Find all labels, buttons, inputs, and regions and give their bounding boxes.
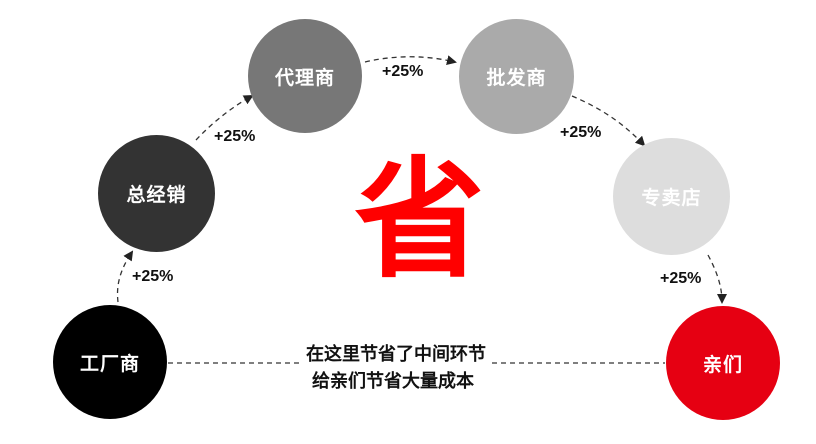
node-factory-label: 工厂商 xyxy=(79,352,140,375)
caption-line-1: 在这里节省了中间环节 xyxy=(302,340,490,366)
node-store: 专卖店 xyxy=(613,138,730,255)
arrow-general-agent xyxy=(195,95,254,141)
node-wholesaler: 批发商 xyxy=(459,19,574,134)
node-wholesale-label: 批发商 xyxy=(486,67,547,89)
arrow-factory-general xyxy=(116,250,134,303)
node-store-label: 专卖店 xyxy=(641,187,702,209)
markup-label-3: +25% xyxy=(382,63,424,80)
node-consumer: 亲们 xyxy=(666,306,780,420)
node-agent: 代理商 xyxy=(248,19,362,133)
markup-label-4: +25% xyxy=(560,124,602,141)
node-general-distributor: 总经销 xyxy=(98,135,215,252)
arrow-agent-wholesale xyxy=(364,55,457,66)
node-factory: 工厂商 xyxy=(53,305,167,419)
markup-label-5: +25% xyxy=(660,270,702,287)
caption-line-2: 给亲们节省大量成本 xyxy=(308,367,478,393)
markup-label-1: +25% xyxy=(132,268,174,285)
markup-label-2: +25% xyxy=(214,128,256,145)
node-agent-label: 代理商 xyxy=(274,66,335,89)
node-general-label: 总经销 xyxy=(126,184,187,206)
node-consumer-label: 亲们 xyxy=(702,353,743,376)
save-character: 省 xyxy=(354,144,485,296)
arrow-store-consumer xyxy=(707,254,727,304)
